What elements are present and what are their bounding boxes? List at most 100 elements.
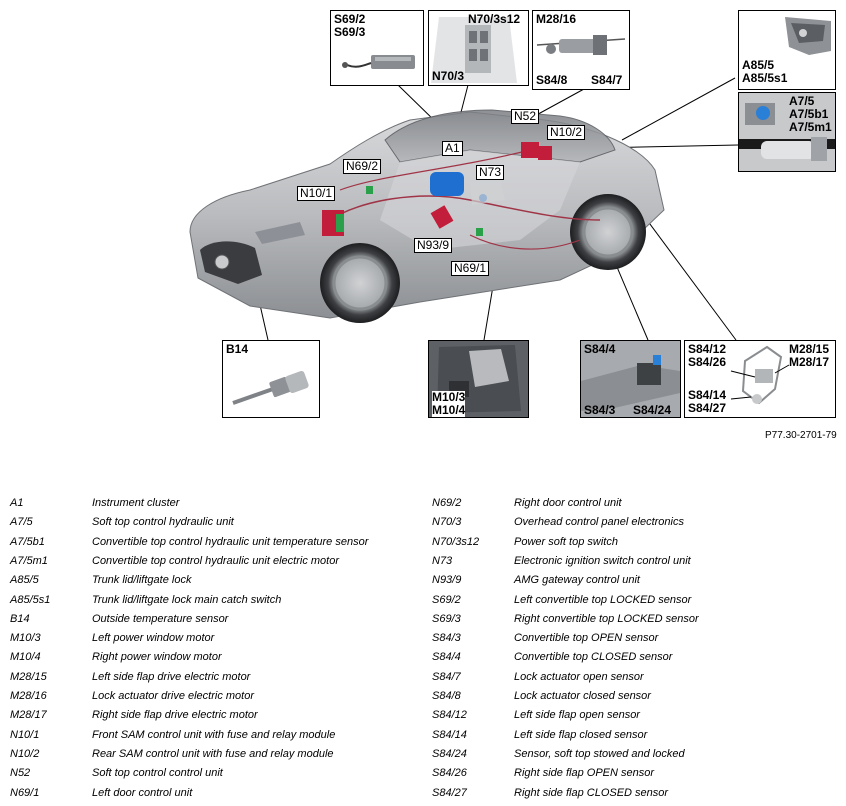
legend-code: S84/26 [432,767,467,780]
legend-code: A7/5b1 [10,535,45,548]
figure-reference: P77.30-2701-79 [765,430,837,441]
legend-description: Right side flap drive electric motor [92,709,258,722]
legend-description: Power soft top switch [514,535,618,548]
label-a1: A1 [442,141,463,156]
legend-description: Overhead control panel electronics [514,516,684,529]
legend-description: Lock actuator closed sensor [514,690,651,702]
legend-code: S84/4 [432,651,461,664]
callout-label-s84-4: S84/4 [584,342,616,356]
label-n10-2: N10/2 [547,125,586,140]
callout-label-n70-3s12: N70/3s12 [468,12,521,26]
legend-code: N70/3s12 [432,535,480,548]
legend-description: Right side flap OPEN sensor [514,767,655,780]
label-n69-2: N69/2 [343,159,382,174]
legend-description: AMG gateway control unit [514,574,640,587]
callout-label-m10: M10/3 M10/4 [432,390,466,417]
label-n73: N73 [476,165,505,180]
legend-description: Outside temperature sensor [92,612,229,625]
legend-code: S69/2 [432,593,461,606]
label-n52: N52 [511,109,540,124]
callout-label-s84-7: S84/7 [591,73,623,87]
callout-label-s84-3: S84/3 [584,403,616,417]
legend-code: N70/3 [432,516,462,529]
legend-code: N73 [432,554,453,567]
legend-code: M28/17 [10,709,47,722]
legend-code: M28/15 [10,670,47,683]
n70-switch-image [431,17,517,83]
legend-description: Right power window motor [92,651,222,664]
legend-code: A85/5 [10,574,39,587]
legend-description: Soft top control control unit [92,767,223,780]
car-body [189,109,665,323]
callout-b14: B14 [222,340,320,418]
legend-description: Lock actuator drive electric motor [92,690,255,702]
legend-code: S69/3 [432,612,461,625]
callout-label-s69: S69/2 S69/3 [334,12,366,39]
callout-label-a85: A85/5 A85/5s1 [742,58,788,85]
legend-code: A1 [10,497,24,509]
legend-code: S84/7 [432,670,461,683]
legend-code: S84/8 [432,690,461,702]
legend-description: Trunk lid/liftgate lock main catch switc… [92,593,282,606]
legend-code: S84/12 [432,709,467,722]
legend-description: Right convertible top LOCKED sensor [514,612,699,625]
legend-code: N93/9 [432,574,462,587]
label-n10-1: N10/1 [297,186,336,201]
callout-label-m28-16: M28/16 [536,12,577,26]
callout-label-b14: B14 [226,342,249,356]
callout-label-a7: A7/5 A7/5b1 A7/5m1 [789,94,832,134]
lock-actuator-image [536,35,626,55]
legend-description: Electronic ignition switch control unit [514,554,691,567]
legend-description: Convertible top control hydraulic unit t… [92,535,369,548]
legend-code: S84/24 [432,747,467,760]
top-sensor-image [581,341,680,417]
legend-description: Lock actuator open sensor [514,670,644,683]
callout-m10: M10/3 M10/4 [428,340,529,418]
legend-code: N10/2 [10,747,40,760]
legend-description: Right side flap CLOSED sensor [514,786,669,799]
legend-code: N69/1 [10,786,40,799]
hydraulic-unit-image [739,93,835,171]
component-location-figure: A1 N52 N10/2 N69/2 N73 N10/1 N93/9 N69/1… [189,10,837,441]
side-flap-image [730,345,790,405]
callout-s69: S69/2 S69/3 [330,10,424,86]
callout-s84-top: S84/4 S84/3 S84/24 [580,340,681,418]
legend-code: A7/5 [10,516,33,529]
temperature-sensor-image [232,370,309,405]
legend-code: N52 [10,767,31,780]
legend-description: Left door control unit [92,786,193,799]
legend-code: M10/3 [10,632,41,645]
legend-code: N69/2 [432,497,462,509]
legend-code: S84/27 [432,786,467,799]
legend-description: Sensor, soft top stowed and locked [514,747,685,760]
callout-label-s84-14: S84/14 S84/27 [688,388,727,415]
legend-description: Soft top control hydraulic unit [92,516,234,529]
legend-description: Rear SAM control unit with fuse and rela… [92,747,334,760]
callout-a85: A85/5 A85/5s1 [738,10,836,90]
callout-a7: A7/5 A7/5b1 A7/5m1 [738,92,836,172]
label-n69-1: N69/1 [451,261,490,276]
s69-sensor-image [342,55,415,69]
legend-description: Left power window motor [92,632,215,645]
callout-label-m28-15: M28/15 M28/17 [789,342,830,369]
trunk-lock-image [785,17,831,55]
callout-n70: N70/3s12 N70/3 [428,10,529,86]
label-n93-9: N93/9 [414,238,453,253]
legend-description: Convertible top OPEN sensor [514,632,659,645]
legend-description: Left side flap drive electric motor [92,670,251,683]
legend-description: Left side flap open sensor [514,709,640,722]
legend-description: Front SAM control unit with fuse and rel… [92,728,336,741]
callout-label-s84-24: S84/24 [633,403,672,417]
legend-description: Left convertible top LOCKED sensor [514,593,692,606]
callout-label-s84-8: S84/8 [536,73,568,87]
legend-description: Convertible top CLOSED sensor [514,651,673,664]
legend-description: Left side flap closed sensor [514,728,648,741]
legend-description: Trunk lid/liftgate lock [92,574,192,587]
legend-code: M10/4 [10,651,41,664]
legend-code: A85/5s1 [10,593,51,606]
legend-code: S84/3 [432,632,461,645]
legend-code: S84/14 [432,728,467,741]
legend-code: A7/5m1 [10,554,48,567]
callout-side-flap: S84/12 S84/26 M28/15 M28/17 S84/14 S84/2… [684,340,836,418]
legend-code: M28/16 [10,690,47,702]
